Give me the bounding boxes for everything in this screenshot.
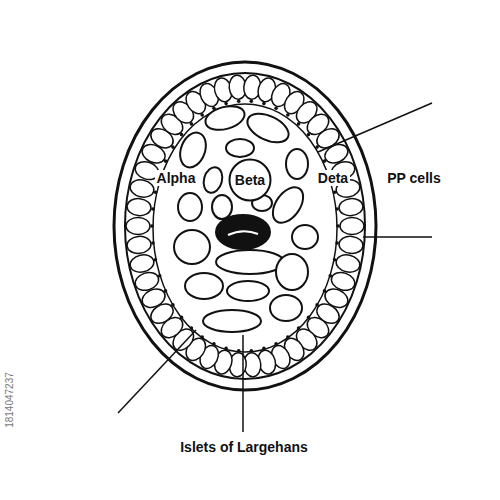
acinar-cell [133, 270, 161, 294]
capillary [215, 214, 271, 250]
stock-number: 1814047237 [4, 370, 16, 430]
part-label: Alpha [155, 170, 198, 187]
acinar-cell [338, 197, 364, 216]
outer-wall [114, 62, 376, 390]
acinar-cell [334, 253, 361, 275]
cell-dot [237, 100, 241, 104]
acinar-cell [338, 235, 364, 254]
cell-node: Beta [228, 158, 272, 202]
islet-cells [174, 102, 318, 332]
islet-boundary [153, 104, 337, 352]
cell-dot [224, 102, 228, 106]
acinar-cell [128, 178, 155, 200]
acinar-ring [126, 75, 364, 378]
cell-dot [262, 102, 266, 106]
acinar-cell [126, 197, 152, 216]
cell-label: Beta [235, 172, 265, 188]
part-label: Islets of Largehans [178, 439, 310, 456]
cell-dot [250, 100, 254, 104]
part-label: PP cells [385, 170, 442, 187]
acinar-cell [128, 253, 155, 275]
cell-dot [286, 113, 290, 117]
cell-dot [200, 113, 204, 117]
capillary-highlight [228, 231, 258, 235]
cell-dot [274, 106, 278, 110]
inner-wall [125, 73, 365, 379]
acinar-cell [340, 218, 364, 235]
part-label: Deta [316, 170, 350, 187]
acinar-cell [126, 235, 152, 254]
leader-lines [118, 103, 432, 432]
acinar-cell [126, 218, 150, 235]
